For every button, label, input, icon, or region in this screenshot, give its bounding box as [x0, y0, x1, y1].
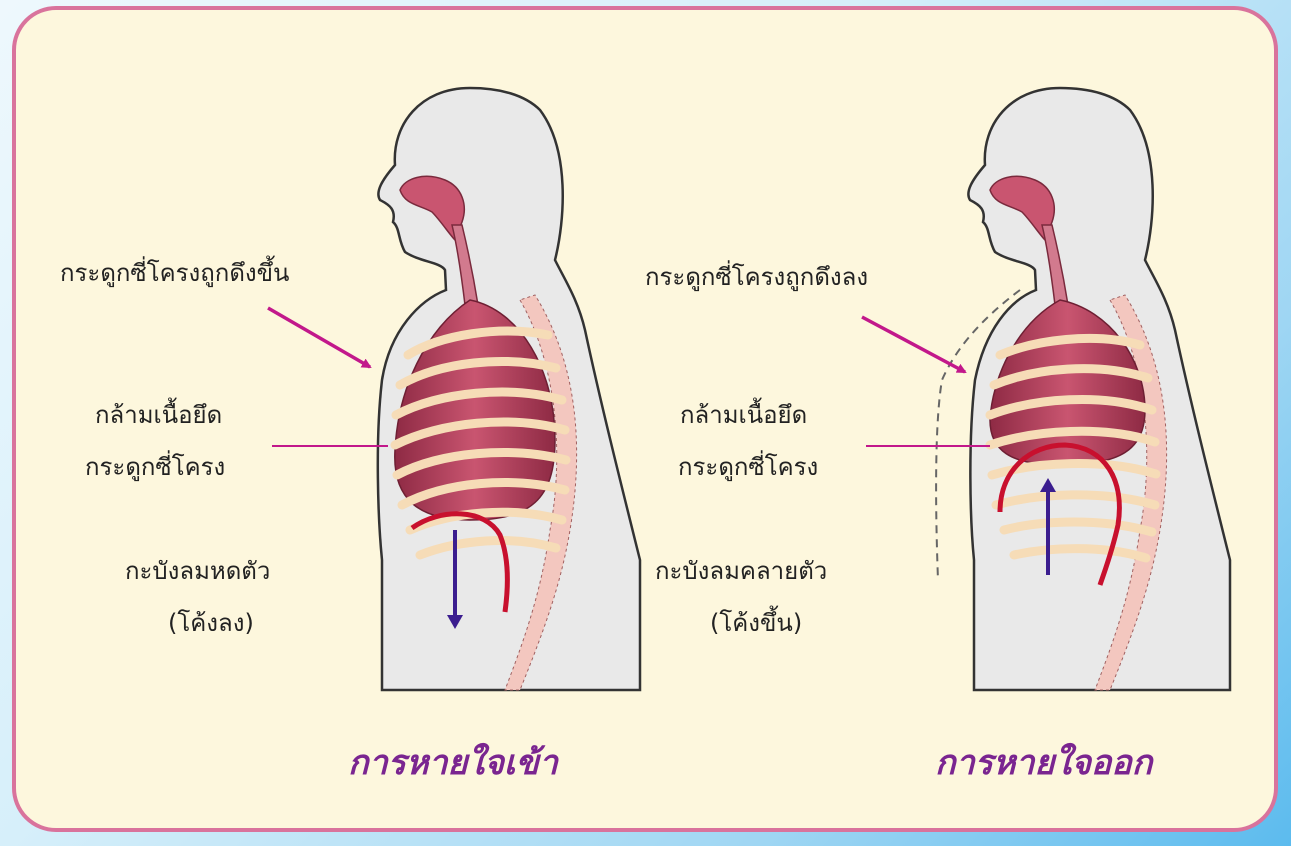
inhale-muscle-label-line1: กล้ามเนื้อยึด [95, 400, 222, 430]
exhale-rib-label: กระดูกซี่โครงถูกดึงลง [645, 262, 868, 292]
exhale-diaphragm-label-line1: กะบังลมคลายตัว [655, 556, 827, 586]
inhale-body [378, 88, 640, 690]
inhale-title: การหายใจเข้า [348, 735, 558, 789]
exhale-diaphragm-label-line2: (โค้งขึ้น) [710, 608, 802, 638]
inhale-muscle-label-line2: กระดูกซี่โครง [85, 452, 225, 482]
inhale-rib-label: กระดูกซี่โครงถูกดึงขึ้น [60, 258, 289, 288]
exhale-muscle-label-line1: กล้ามเนื้อยึด [680, 400, 807, 430]
exhale-muscle-label-line2: กระดูกซี่โครง [678, 452, 818, 482]
inhale-diaphragm-label-line2: (โค้งลง) [168, 608, 254, 638]
exhale-body [936, 88, 1230, 690]
exhale-rib-pointer [862, 317, 965, 372]
inhale-rib-pointer [268, 308, 370, 367]
inhale-diaphragm-label-line1: กะบังลมหดตัว [125, 556, 270, 586]
exhale-title: การหายใจออก [935, 735, 1152, 789]
